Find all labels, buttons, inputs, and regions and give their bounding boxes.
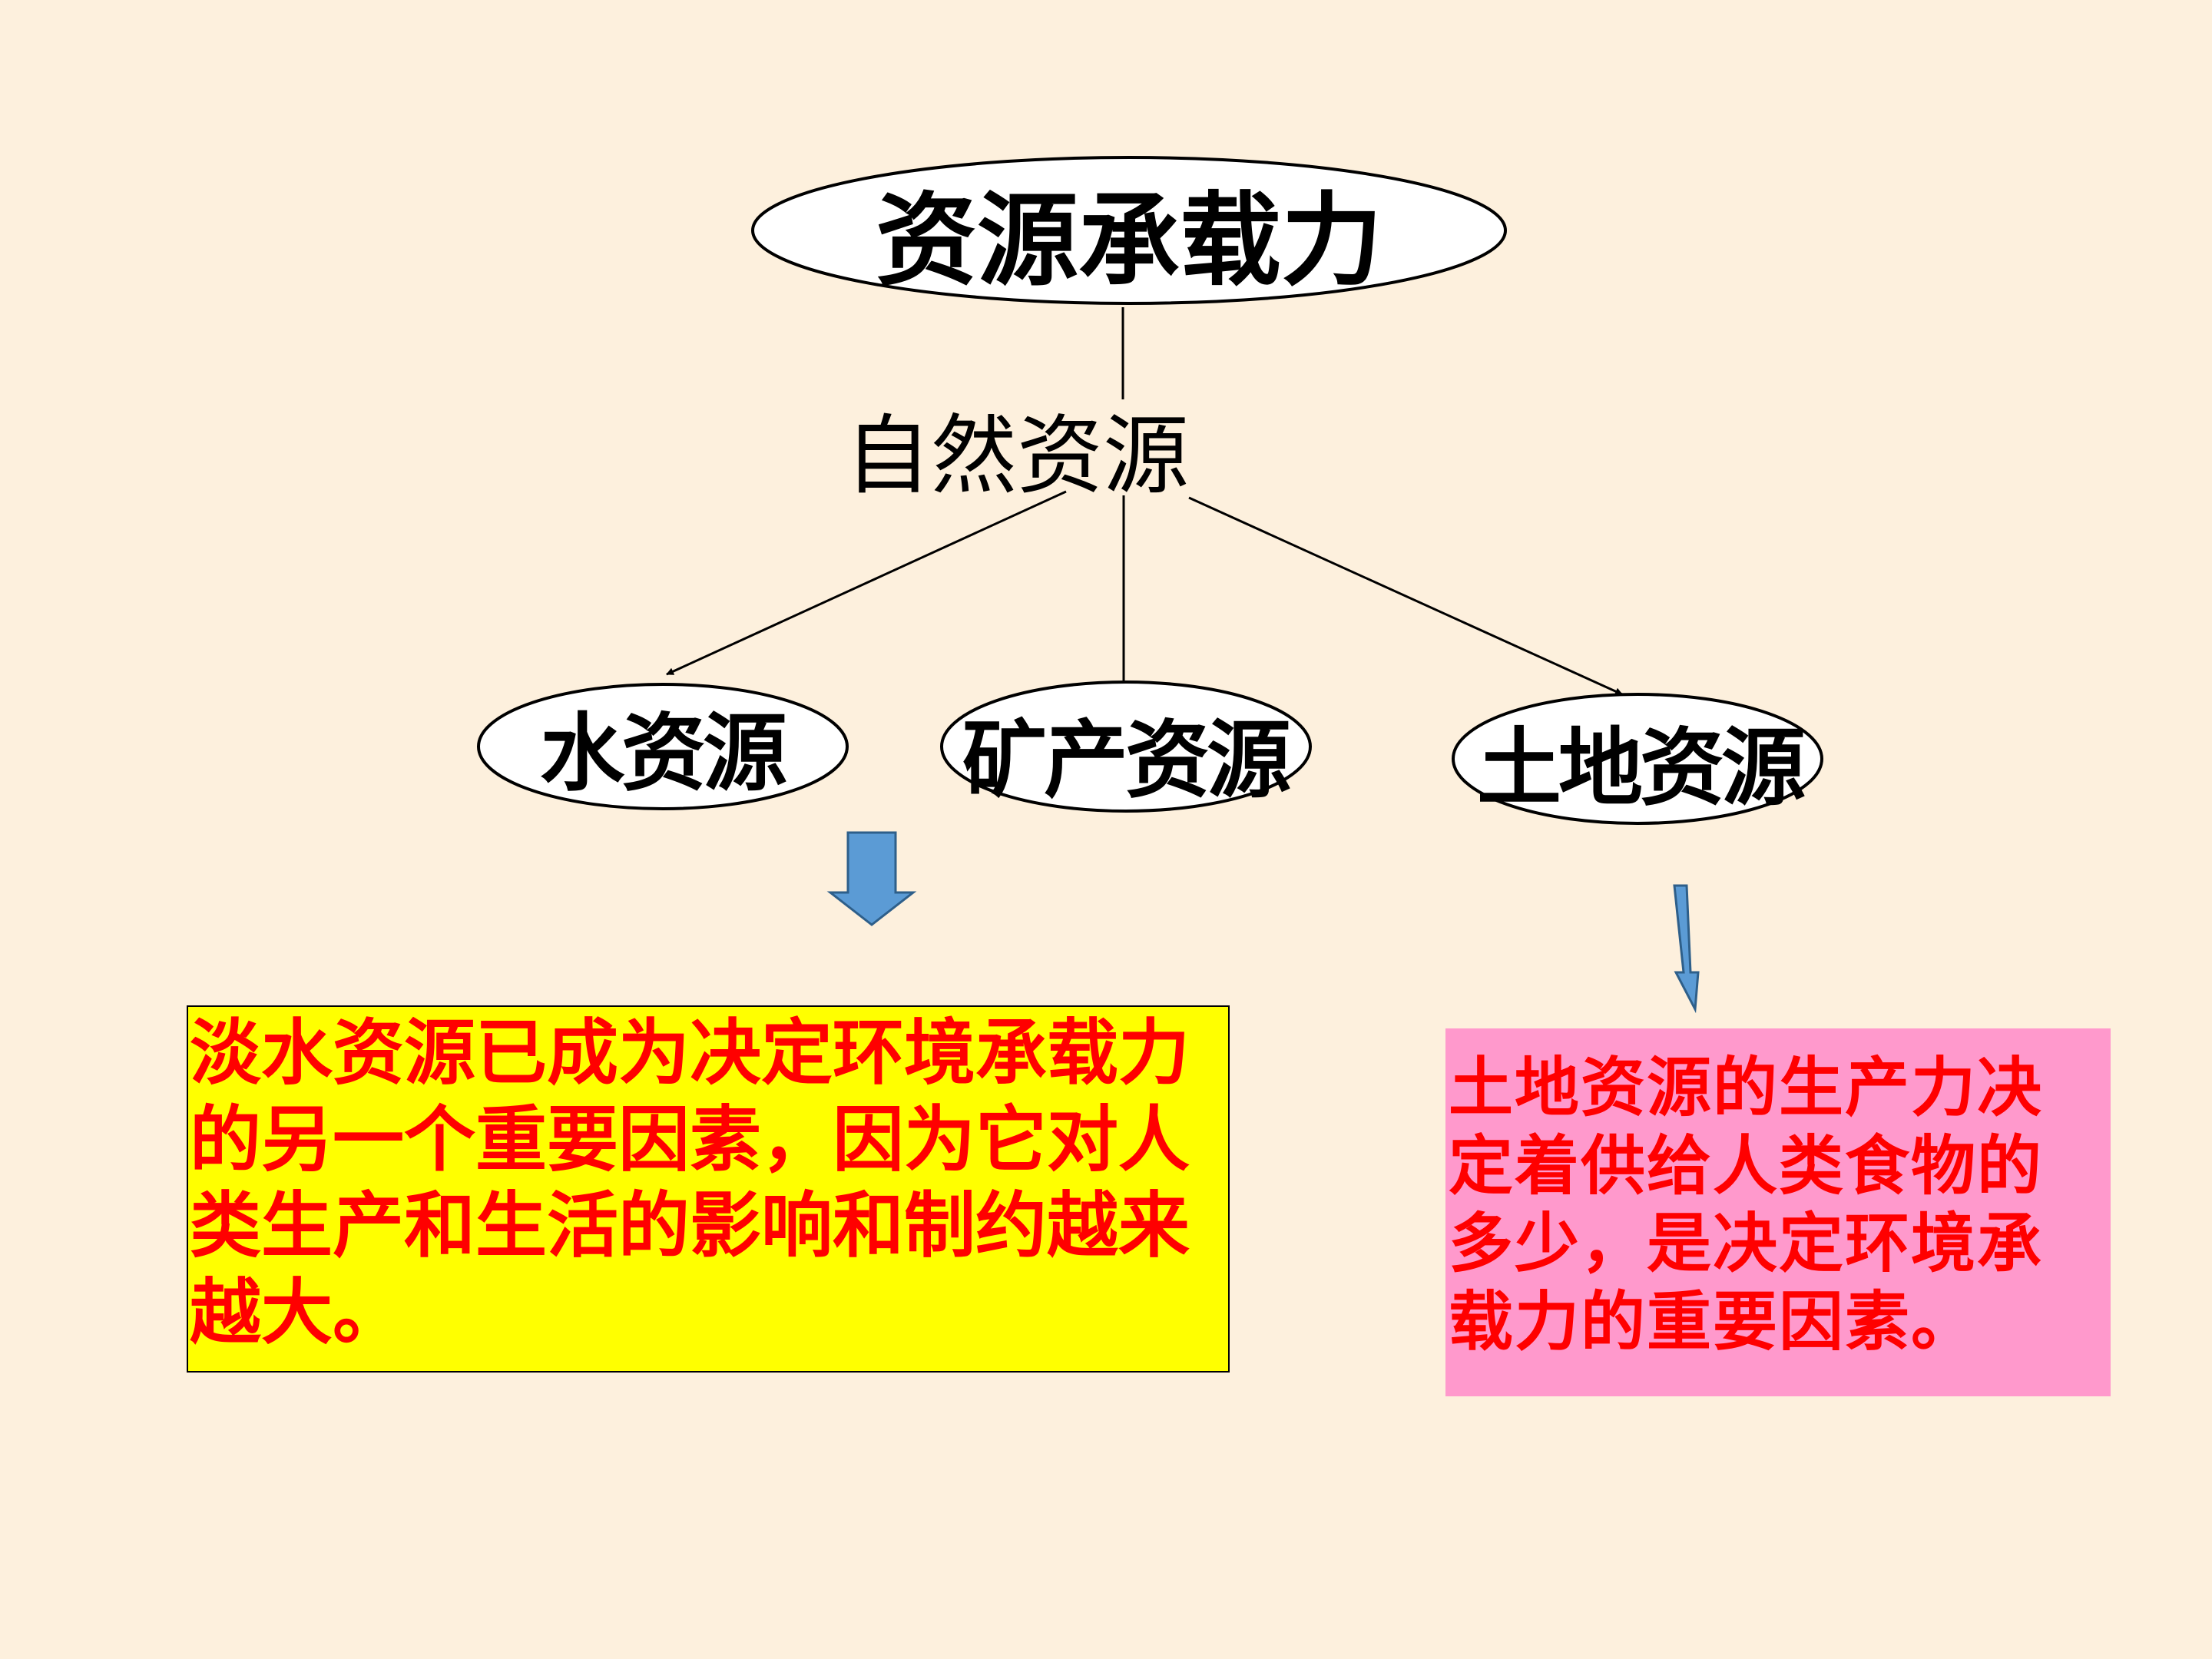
root-node-label: 资源承载力: [876, 181, 1382, 300]
arrow-to-water: [666, 490, 1067, 676]
down-arrow-icon: [1673, 884, 1700, 1014]
land-box-line: 定着供给人类食物的: [1449, 1127, 2044, 1204]
land-box-line: 多少，是决定环境承: [1449, 1205, 2044, 1282]
water-box-line: 淡水资源已成为决定环境承载力: [190, 1011, 1190, 1094]
water-box-line: 越大。: [190, 1270, 404, 1354]
land-node-ellipse: [1452, 693, 1823, 825]
land-box-line: 土地资源的生产力决: [1449, 1049, 2044, 1125]
water-resources-label: 水资源: [540, 704, 787, 803]
land-resources-label: 土地资源: [1477, 718, 1806, 817]
water-node-ellipse: [477, 683, 849, 810]
water-box-line: 类生产和生活的影响和制约越来: [190, 1184, 1190, 1268]
water-box-line: 的另一个重要因素，因为它对人: [190, 1097, 1190, 1181]
natural-resources-label: 自然资源: [845, 406, 1189, 506]
arrow-to-land: [1188, 496, 1623, 696]
down-arrow-icon: [826, 831, 917, 926]
root-node-ellipse: [751, 156, 1507, 305]
mineral-resources-label: 矿产资源: [962, 710, 1291, 810]
land-resources-explanation-box: 土地资源的生产力决 定着供给人类食物的 多少，是决定环境承 载力的重要因素。: [1445, 1028, 2111, 1396]
land-box-line: 载力的重要因素。: [1449, 1283, 1978, 1359]
water-resources-explanation-box: 淡水资源已成为决定环境承载力 的另一个重要因素，因为它对人 类生产和生活的影响和…: [187, 1005, 1230, 1373]
mineral-node-ellipse: [940, 680, 1312, 813]
